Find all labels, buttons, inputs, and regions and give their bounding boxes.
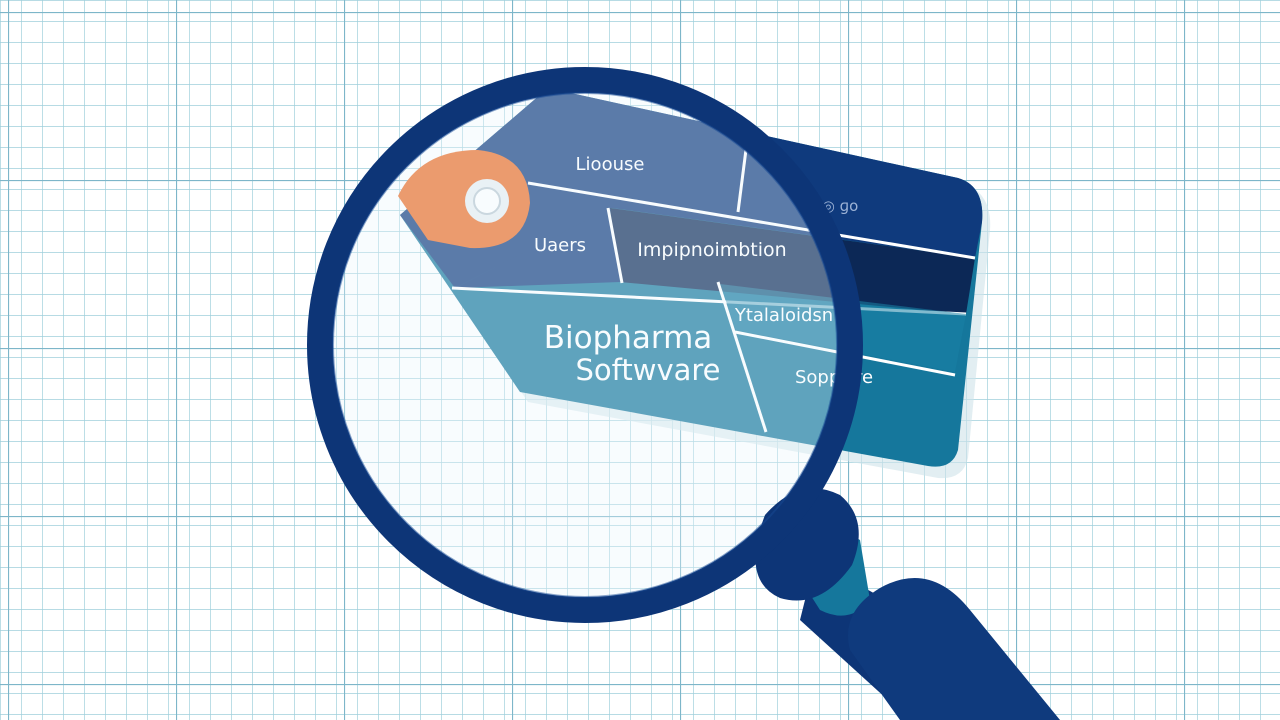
section-implementation-label: Impipnoimbtion [637,239,786,261]
tag-title-line1: Biopharma [544,320,713,356]
section-users-label: Uaers [534,235,586,256]
magnifying-glass-icon [307,67,1060,720]
tag-grommet [398,150,530,249]
section-top-right-label: ◎ ɡo [822,197,859,215]
tag-title-line2: Softwvare [576,353,721,387]
section-license-label: Lioouse [576,154,645,175]
section-validation-label: Ytalaloidsn [734,305,833,326]
